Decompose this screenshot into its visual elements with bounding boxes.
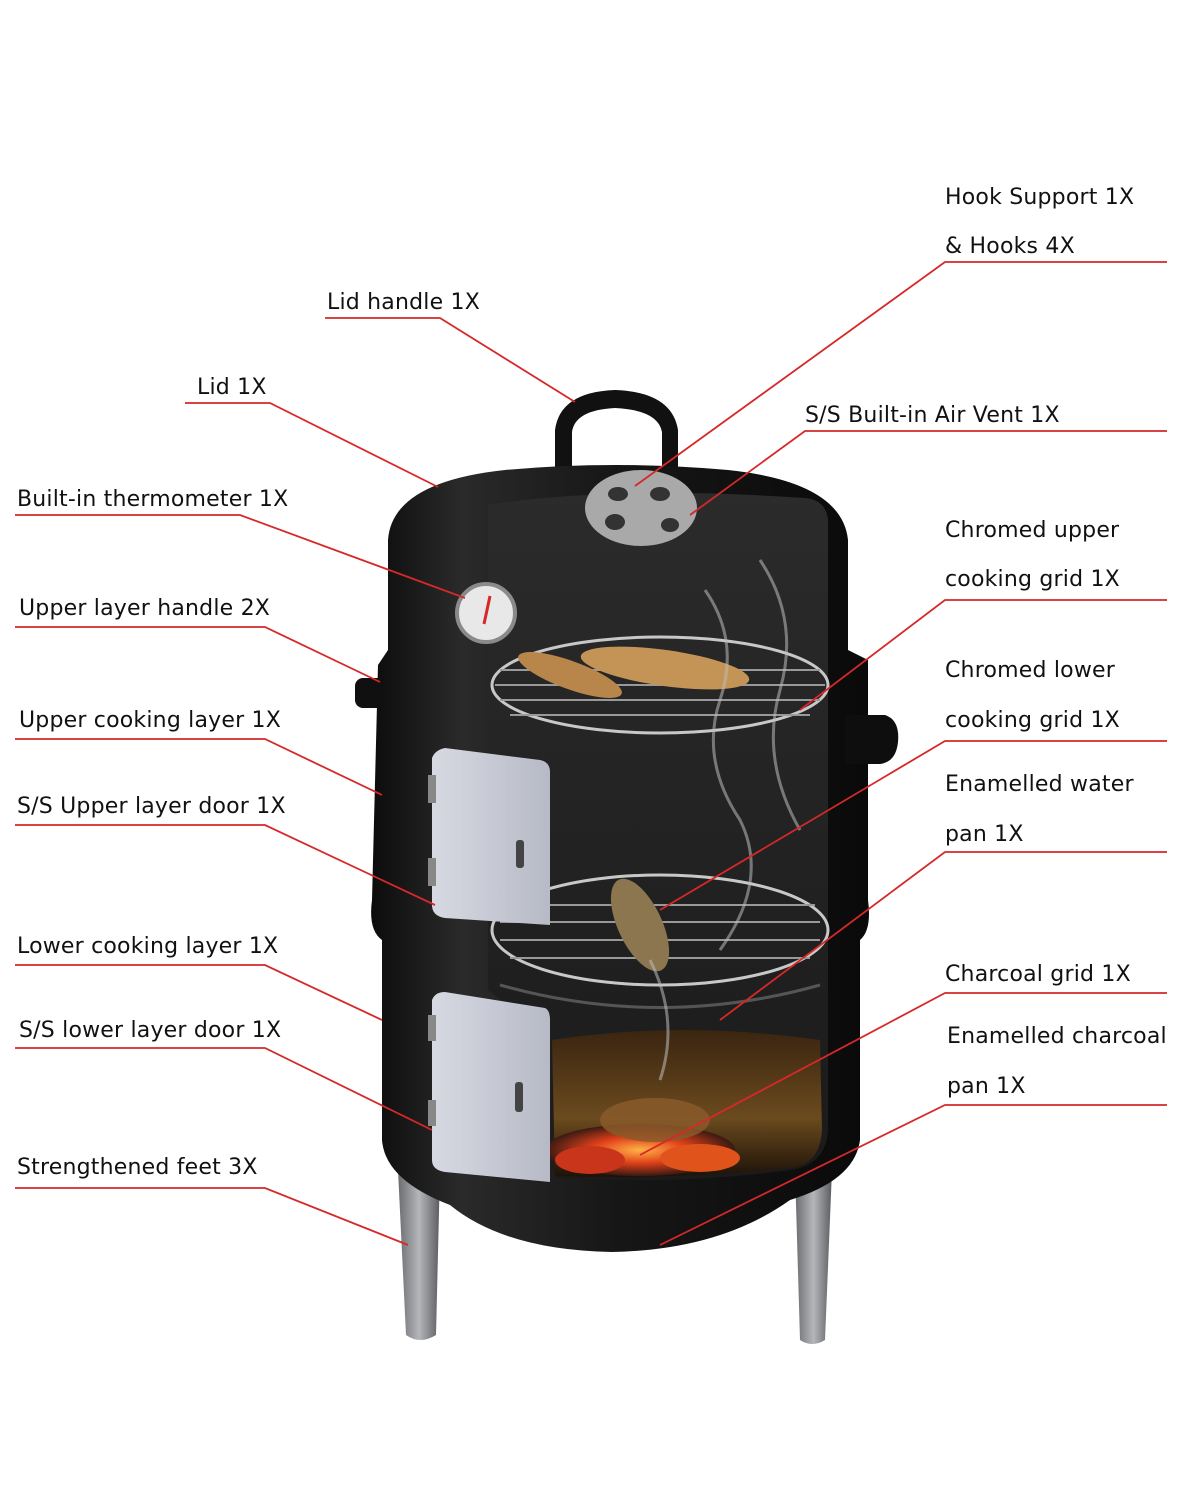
label-lower-layer: Lower cooking layer 1X (17, 934, 279, 959)
label-upper-door: S/S Upper layer door 1X (17, 794, 286, 819)
label-feet: Strengthened feet 3X (17, 1155, 258, 1180)
label-hook-support-line1: Hook Support 1X (945, 185, 1135, 210)
smoke (648, 559, 802, 1081)
label-charcoal-grid: Charcoal grid 1X (945, 962, 1131, 987)
label-lower-grid-line1: Chromed lower (945, 658, 1115, 683)
feet (398, 1170, 832, 1344)
label-hook-support-line2: & Hooks 4X (945, 234, 1075, 259)
label-lid-handle: Lid handle 1X (327, 290, 480, 315)
water-pan (499, 983, 821, 1009)
label-water-pan-line1: Enamelled water (945, 772, 1134, 797)
label-thermometer: Built-in thermometer 1X (17, 487, 289, 512)
label-charcoal-pan-line1: Enamelled charcoal (947, 1024, 1167, 1049)
thermometer (455, 582, 517, 644)
leader-lines-left (15, 317, 576, 1246)
leader-lines-right (634, 261, 1167, 1246)
label-air-vent: S/S Built-in Air Vent 1X (805, 403, 1060, 428)
label-upper-handle: Upper layer handle 2X (19, 596, 271, 621)
label-water-pan-line2: pan 1X (945, 822, 1024, 847)
air-vent (585, 470, 697, 546)
label-lower-grid-line2: cooking grid 1X (945, 708, 1120, 733)
label-upper-grid-line1: Chromed upper (945, 518, 1120, 543)
upper-handle-left (355, 678, 385, 708)
label-upper-grid-line2: cooking grid 1X (945, 567, 1120, 592)
lid-handle (555, 390, 678, 480)
lower-door (428, 992, 550, 1182)
label-lid: Lid 1X (197, 375, 267, 400)
upper-door (428, 748, 550, 925)
upper-cooking-grid (490, 635, 830, 735)
label-charcoal-pan-line2: pan 1X (947, 1074, 1026, 1099)
label-upper-layer: Upper cooking layer 1X (19, 708, 282, 733)
charcoal-embers (545, 1098, 740, 1176)
label-lower-door: S/S lower layer door 1X (19, 1018, 282, 1043)
upper-handle-right (845, 715, 899, 764)
